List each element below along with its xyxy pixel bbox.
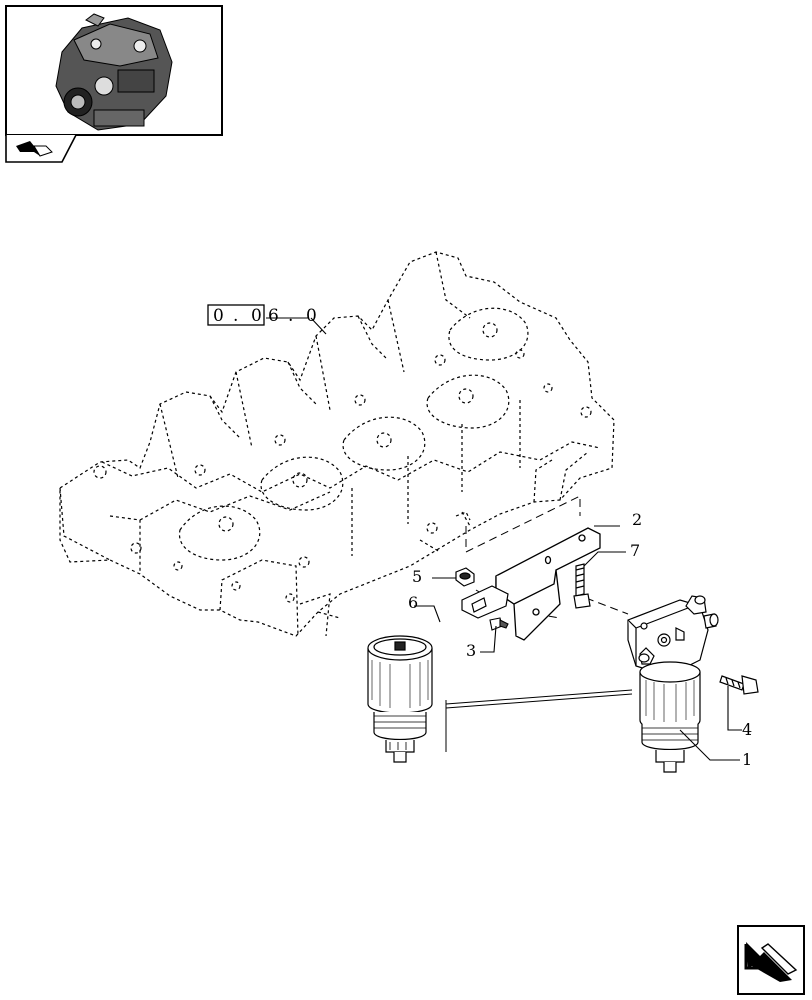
cylinder-head-outline xyxy=(59,251,615,637)
callout-5[interactable]: 5 xyxy=(412,567,422,586)
next-page-arrow-icon[interactable] xyxy=(737,925,805,995)
bolt-part-4 xyxy=(719,675,759,695)
ref-digit-1: . xyxy=(233,306,238,326)
callout-1[interactable]: 1 xyxy=(742,750,752,769)
callout-7[interactable]: 7 xyxy=(630,541,640,560)
screw-part xyxy=(489,617,509,631)
back-arrow-icon[interactable] xyxy=(16,141,53,157)
assembly-bracket-lines xyxy=(445,689,633,752)
reference-label[interactable]: 0 . 0 6 . 0 xyxy=(207,304,327,335)
ref-digit-4: . xyxy=(288,306,293,326)
filter-assembly xyxy=(627,595,719,773)
callout-leaders xyxy=(414,525,742,761)
filter-cartridge xyxy=(367,635,433,763)
bracket-tab xyxy=(461,585,509,619)
ref-digit-0: 0 xyxy=(213,306,224,326)
callout-4[interactable]: 4 xyxy=(742,720,752,739)
engine-thumbnail-icon[interactable] xyxy=(55,13,173,131)
ref-digit-3: 6 xyxy=(268,306,279,326)
mounting-bracket xyxy=(495,527,601,641)
callout-6[interactable]: 6 xyxy=(408,593,418,612)
callout-3[interactable]: 3 xyxy=(466,641,476,660)
bolt-part-7 xyxy=(573,563,591,609)
nut-part xyxy=(455,567,475,587)
callout-2[interactable]: 2 xyxy=(632,510,642,529)
ref-digit-5: 0 xyxy=(306,306,317,326)
ref-digit-2: 0 xyxy=(251,306,262,326)
